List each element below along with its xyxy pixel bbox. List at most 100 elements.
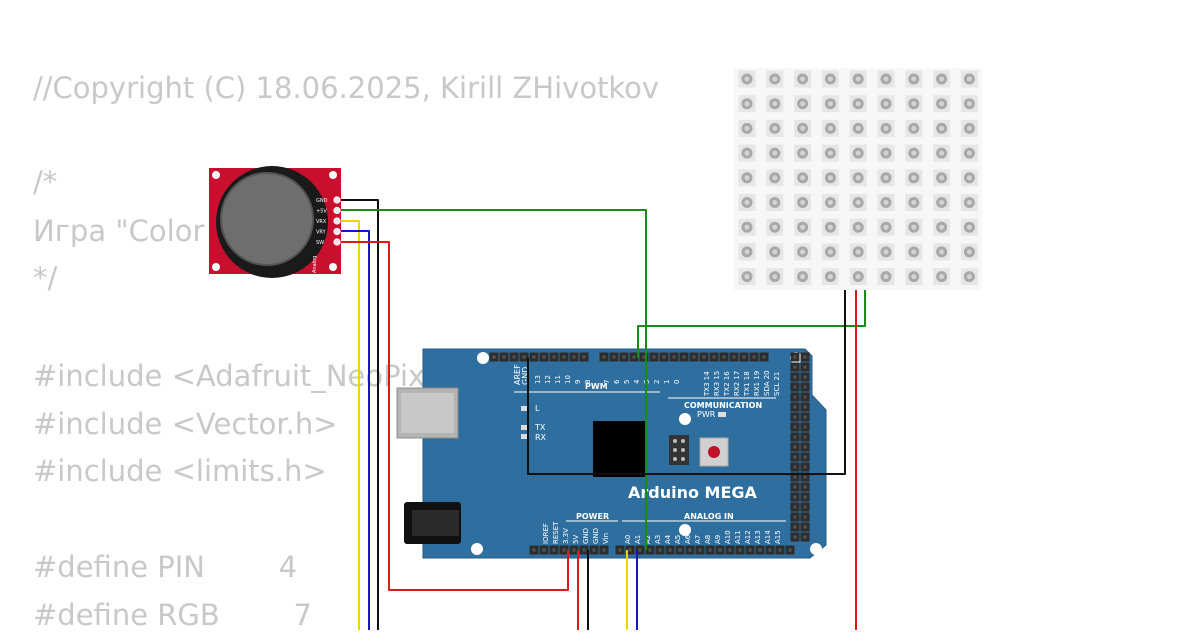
header-pin[interactable] [800, 422, 810, 432]
header-pin[interactable] [790, 382, 800, 392]
header-pin[interactable] [790, 532, 800, 542]
neopixel-led[interactable] [766, 95, 784, 113]
header-pin[interactable] [529, 352, 539, 362]
header-pin[interactable] [599, 352, 609, 362]
header-pin[interactable] [655, 545, 665, 555]
neopixel-led[interactable] [933, 218, 951, 236]
neopixel-led[interactable] [933, 70, 951, 88]
wire-matrix-green[interactable] [637, 290, 866, 358]
neopixel-led[interactable] [766, 218, 784, 236]
header-pin[interactable] [800, 472, 810, 482]
header-pin[interactable] [569, 545, 579, 555]
header-pin[interactable] [669, 352, 679, 362]
wire-joystick-red[interactable] [341, 241, 569, 591]
neopixel-led[interactable] [877, 70, 895, 88]
neopixel-led[interactable] [849, 169, 867, 187]
neopixel-led[interactable] [905, 218, 923, 236]
header-pin[interactable] [679, 352, 689, 362]
neopixel-led[interactable] [794, 169, 812, 187]
header-pin[interactable] [790, 392, 800, 402]
neopixel-led[interactable] [960, 144, 978, 162]
header-pin[interactable] [709, 352, 719, 362]
neopixel-led[interactable] [960, 169, 978, 187]
neopixel-led[interactable] [766, 144, 784, 162]
header-pin[interactable] [800, 512, 810, 522]
header-pin[interactable] [649, 352, 659, 362]
header-pin[interactable] [685, 545, 695, 555]
neopixel-led[interactable] [933, 169, 951, 187]
neopixel-led[interactable] [877, 169, 895, 187]
header-pin[interactable] [765, 545, 775, 555]
neopixel-led[interactable] [877, 218, 895, 236]
header-pin[interactable] [790, 402, 800, 412]
header-pin[interactable] [619, 352, 629, 362]
neopixel-led[interactable] [738, 218, 756, 236]
header-pin[interactable] [790, 492, 800, 502]
header-pin[interactable] [790, 482, 800, 492]
header-pin[interactable] [800, 382, 810, 392]
header-pin[interactable] [569, 352, 579, 362]
neopixel-led[interactable] [738, 268, 756, 286]
neopixel-led[interactable] [794, 119, 812, 137]
header-pin[interactable] [625, 545, 635, 555]
header-pin[interactable] [800, 372, 810, 382]
neopixel-led[interactable] [905, 95, 923, 113]
header-pin[interactable] [715, 545, 725, 555]
header-pin[interactable] [599, 545, 609, 555]
power-analog-header[interactable] [529, 545, 795, 555]
header-pin[interactable] [529, 545, 539, 555]
neopixel-led[interactable] [960, 95, 978, 113]
neopixel-led[interactable] [877, 95, 895, 113]
header-pin[interactable] [800, 442, 810, 452]
neopixel-led[interactable] [849, 95, 867, 113]
header-pin[interactable] [790, 422, 800, 432]
neopixel-led[interactable] [821, 95, 839, 113]
header-pin[interactable] [659, 352, 669, 362]
wire-joystick-signal-green[interactable] [341, 209, 647, 550]
header-pin[interactable] [609, 352, 619, 362]
neopixel-led[interactable] [821, 194, 839, 211]
header-pin[interactable] [695, 545, 705, 555]
neopixel-led[interactable] [821, 119, 839, 137]
header-pin[interactable] [800, 492, 810, 502]
neopixel-led[interactable] [933, 95, 951, 113]
neopixel-led[interactable] [960, 119, 978, 137]
header-pin[interactable] [509, 352, 519, 362]
neopixel-led[interactable] [849, 268, 867, 286]
neopixel-led[interactable] [905, 169, 923, 187]
neopixel-led[interactable] [877, 144, 895, 162]
header-pin[interactable] [705, 545, 715, 555]
neopixel-led[interactable] [849, 243, 867, 261]
neopixel-led[interactable] [849, 119, 867, 137]
header-pin[interactable] [719, 352, 729, 362]
neopixel-led[interactable] [933, 268, 951, 286]
neopixel-led[interactable] [794, 218, 812, 236]
wire-joystick-blue[interactable] [341, 230, 370, 630]
header-pin[interactable] [755, 545, 765, 555]
header-pin[interactable] [499, 352, 509, 362]
neopixel-led[interactable] [905, 194, 923, 211]
neopixel-led[interactable] [877, 243, 895, 261]
joystick-pin[interactable] [333, 217, 341, 225]
neopixel-led[interactable] [960, 243, 978, 261]
header-pin[interactable] [800, 522, 810, 532]
neopixel-led[interactable] [849, 194, 867, 211]
header-pin[interactable] [579, 545, 589, 555]
neopixel-led[interactable] [933, 194, 951, 211]
header-pin[interactable] [729, 352, 739, 362]
header-pin[interactable] [559, 545, 569, 555]
header-pin[interactable] [635, 545, 645, 555]
neopixel-led[interactable] [738, 119, 756, 137]
header-pin[interactable] [790, 412, 800, 422]
neopixel-led[interactable] [905, 70, 923, 88]
neopixel-led[interactable] [766, 70, 784, 88]
neopixel-led[interactable] [905, 243, 923, 261]
header-pin[interactable] [790, 512, 800, 522]
header-pin[interactable] [519, 352, 529, 362]
neopixel-led[interactable] [905, 119, 923, 137]
joystick-pin[interactable] [333, 227, 341, 236]
header-pin[interactable] [639, 352, 649, 362]
header-pin[interactable] [790, 522, 800, 532]
wire-joystick-gnd[interactable] [341, 199, 379, 630]
